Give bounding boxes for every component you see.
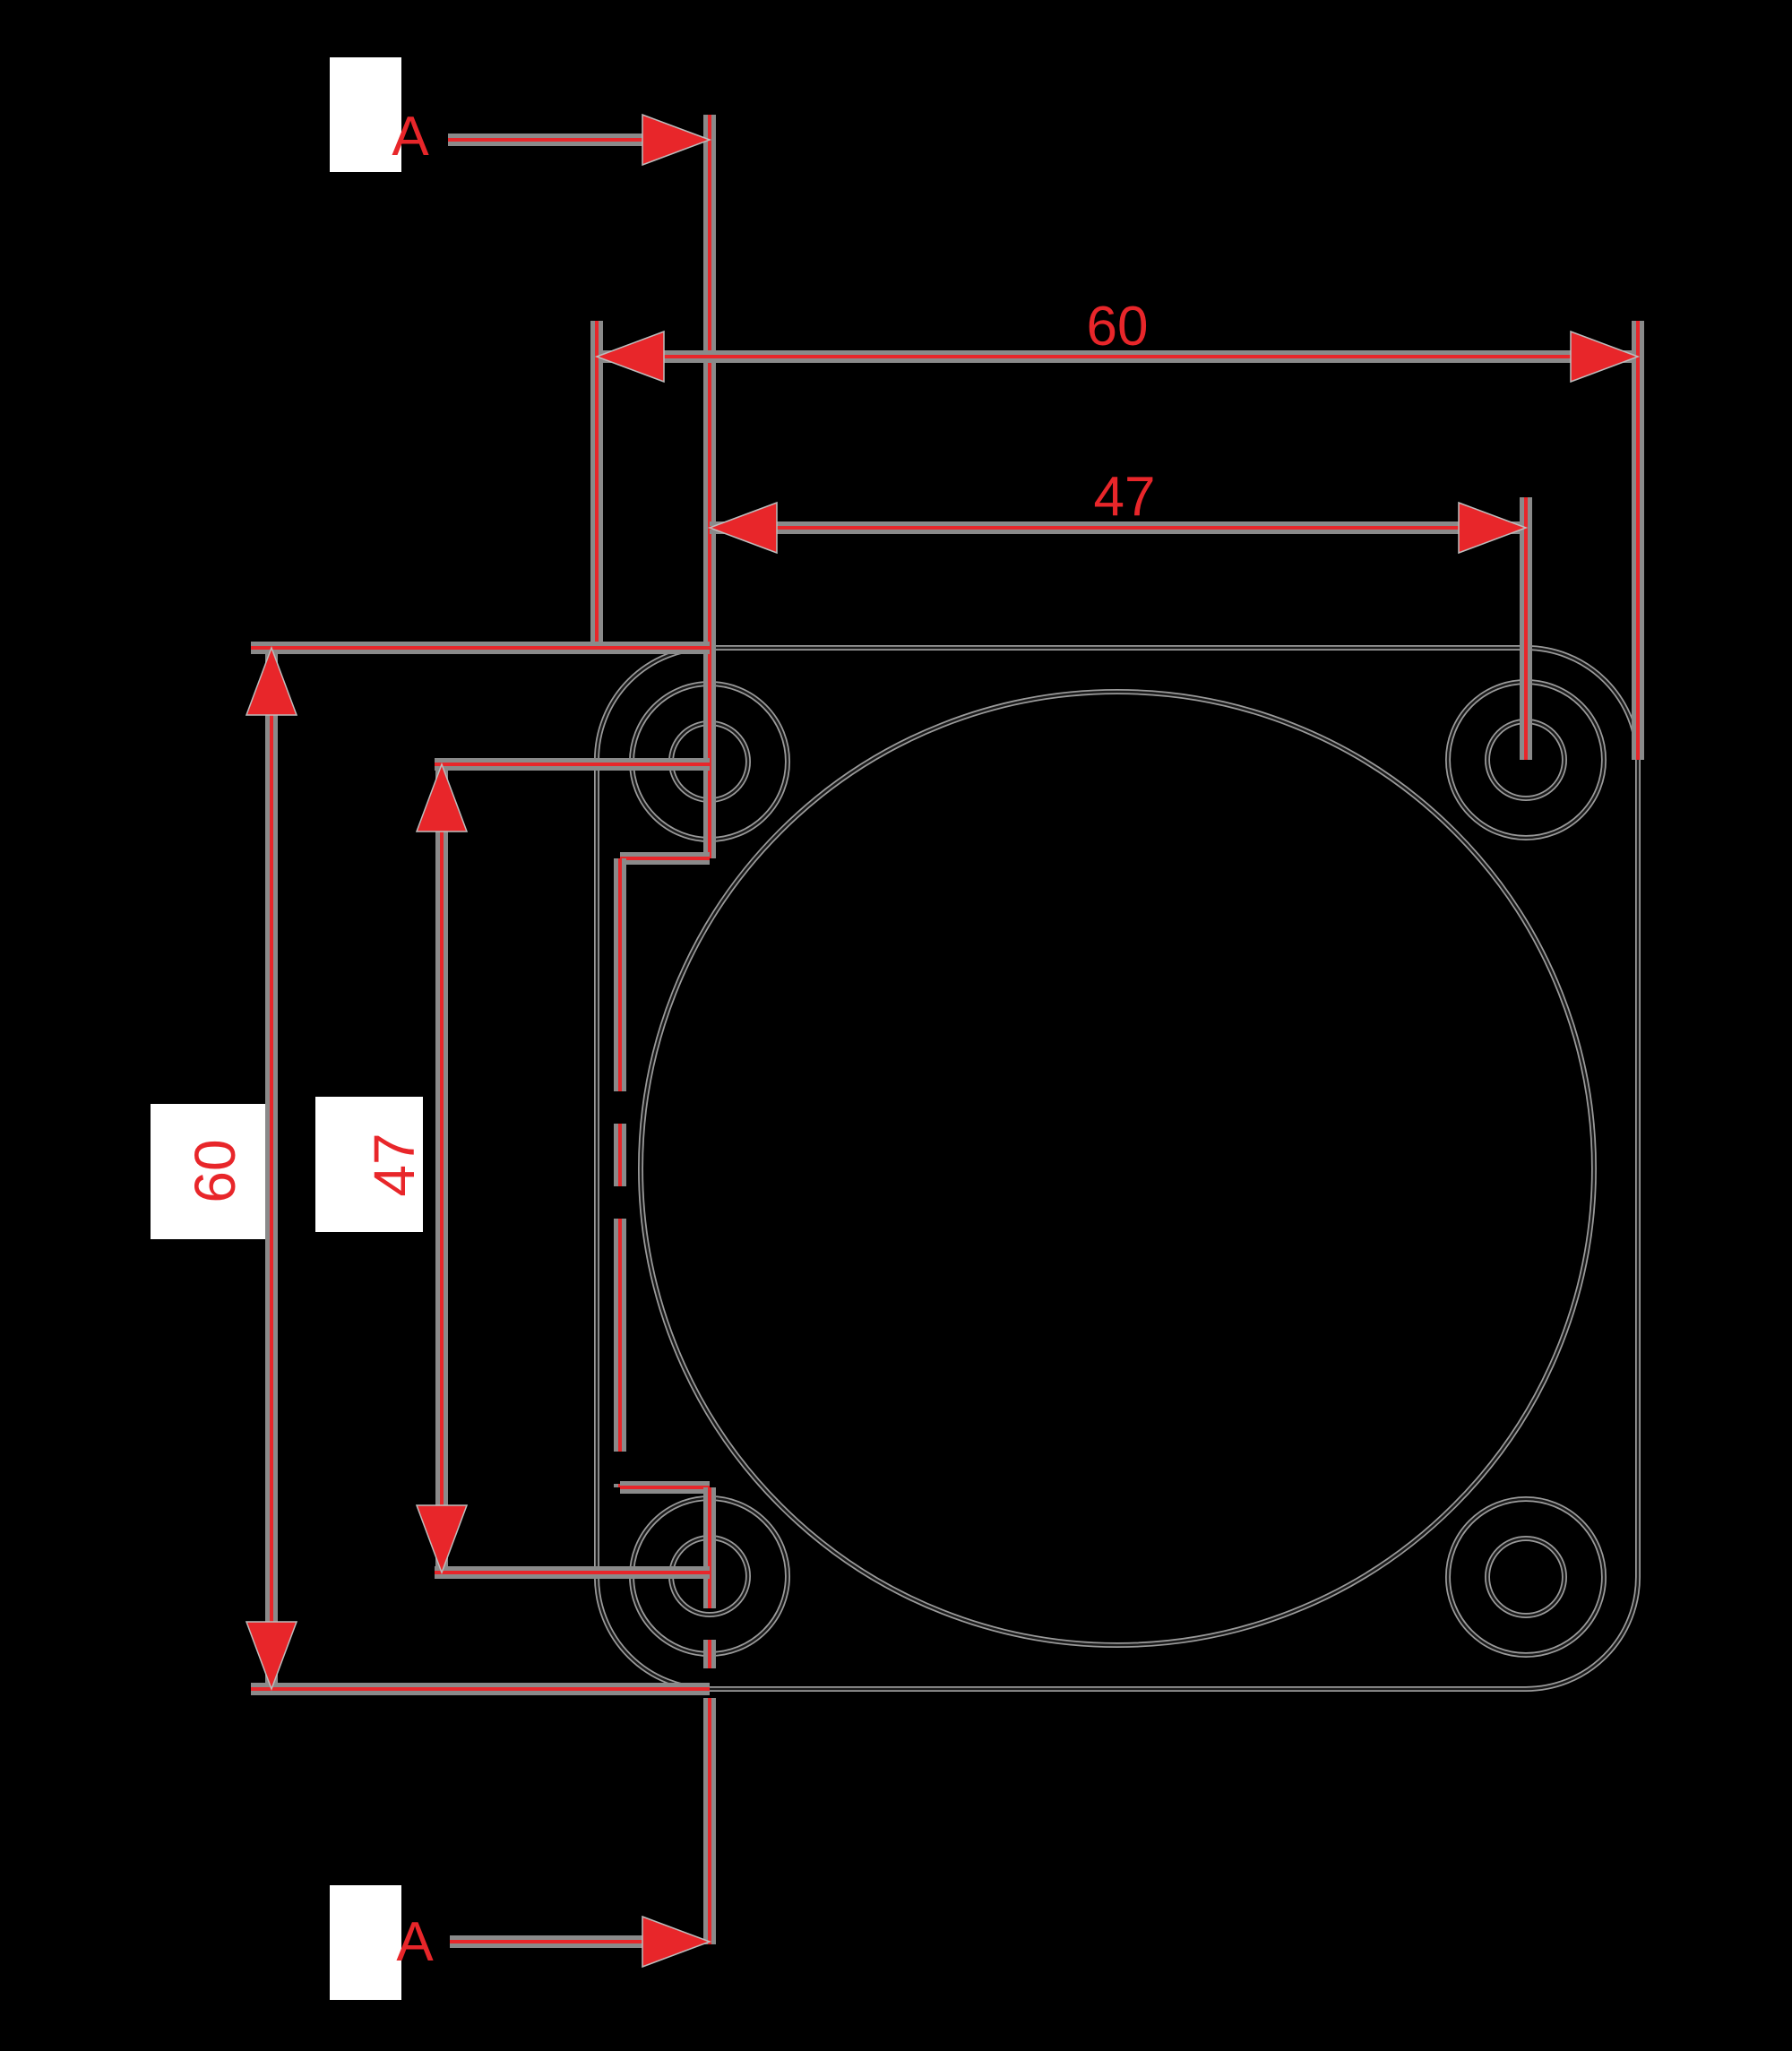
center-bore-circle: [639, 690, 1596, 1647]
hole-through-circle: [1486, 1537, 1566, 1617]
section-arrowhead-icon: [642, 113, 712, 167]
hole-bottom-right: [1445, 1496, 1607, 1658]
arrowhead-down-icon: [245, 1621, 298, 1692]
section-label-bottom: A: [396, 1911, 434, 1973]
section-marker-top: [448, 113, 712, 167]
dimension-width-hole-pitch: [707, 497, 1532, 760]
section-label-box-top: [330, 57, 401, 172]
dimension-labels: 60 47 60 47 A A: [151, 57, 1155, 2000]
arrowhead-left-icon: [594, 330, 665, 383]
hole-counterbore-circle: [1446, 1497, 1606, 1657]
arrowhead-up-icon: [415, 762, 469, 832]
arrowhead-up-icon: [245, 645, 298, 716]
arrowhead-down-icon: [415, 1504, 469, 1575]
arrowhead-right-icon: [1458, 501, 1529, 555]
dim-label-width-pitch: 47: [1094, 466, 1156, 528]
dimension-height-hole-pitch: [415, 758, 710, 1579]
dim-label-box-height-pitch: [315, 1097, 423, 1232]
section-label-box-bottom: [330, 1885, 401, 2000]
plate-outline-edge: [595, 646, 1640, 1691]
dim-label-height-overall: 60: [183, 1139, 247, 1202]
section-marker-bottom: [450, 1915, 712, 1969]
dim-label-width-overall: 60: [1087, 296, 1149, 358]
section-label-top: A: [392, 106, 429, 168]
dimension-height-overall: [245, 642, 710, 1695]
dimensions: [245, 321, 1644, 1695]
section-arrowhead-icon: [642, 1915, 712, 1969]
plate-outline: [594, 645, 1641, 1692]
arrowhead-left-icon: [707, 501, 778, 555]
section-markers: [448, 113, 712, 1969]
dimension-width-overall: [590, 321, 1644, 760]
center-bore: [638, 689, 1597, 1648]
section-line-a-a: [614, 115, 716, 1944]
arrowhead-right-icon: [1570, 330, 1641, 383]
dim-label-height-pitch: 47: [362, 1133, 426, 1196]
dim-label-box-height-overall: [151, 1104, 265, 1239]
